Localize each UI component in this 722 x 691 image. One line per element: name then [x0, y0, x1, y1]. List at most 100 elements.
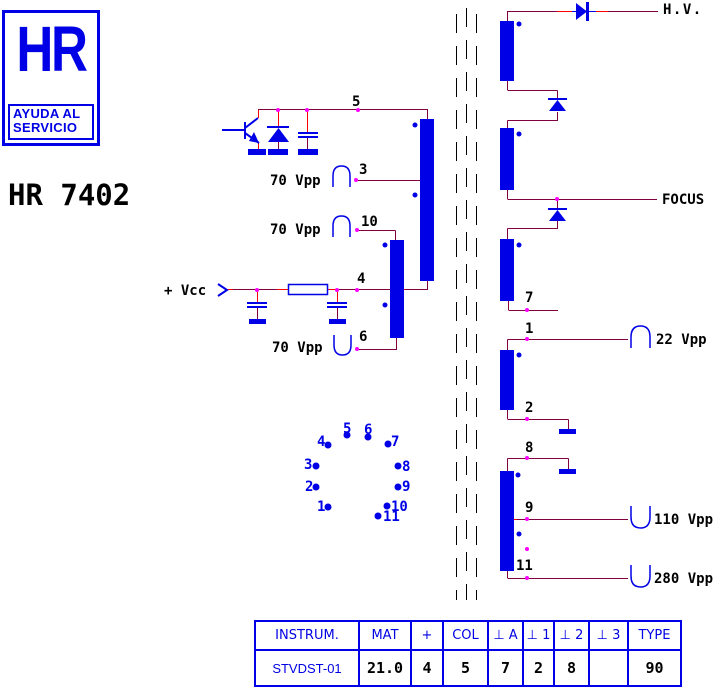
pinout-label-6: 6 — [364, 422, 372, 438]
hr-logo-text: HR — [16, 13, 88, 85]
value-type: 90 — [627, 649, 682, 687]
tap-red-path — [226, 11, 608, 520]
winding-primary-1 — [420, 119, 434, 281]
pinout-label-5: 5 — [343, 421, 351, 437]
node-dot — [276, 108, 280, 112]
node-dot — [525, 308, 529, 312]
waveform-label-pin9: 110 Vpp — [654, 512, 713, 528]
header-gnd-a: ⊥ A — [487, 620, 524, 651]
header-gnd-2: ⊥ 2 — [553, 620, 590, 651]
winding-secondary-pin7 — [500, 239, 514, 301]
transistor-leads — [222, 117, 260, 144]
header-gnd-3: ⊥ 3 — [588, 620, 629, 651]
negative-pulse-icon — [333, 335, 352, 356]
filter-capacitor-icon — [247, 302, 347, 308]
polarity-dot — [516, 531, 522, 537]
polarity-dot — [516, 242, 522, 248]
waveform-label-pin6: 70 Vpp — [272, 340, 323, 356]
node-dot — [525, 456, 529, 460]
node-dot — [525, 337, 529, 341]
node-dot — [255, 288, 259, 292]
winding-secondary-pin1-2 — [500, 350, 514, 410]
value-gnd-1: 2 — [522, 649, 555, 687]
node-dot — [525, 576, 529, 580]
polarity-dot — [412, 192, 418, 198]
waveform-label-pin11: 280 Vpp — [654, 571, 713, 587]
header-instrum: INSTRUM. — [254, 620, 360, 651]
pinout-label-10: 10 — [391, 499, 408, 515]
waveform-label-pin3: 70 Vpp — [270, 173, 321, 189]
polarity-dot — [382, 302, 388, 308]
pinout-diagram: 1 2 3 4 5 6 7 8 9 10 11 — [304, 421, 410, 525]
value-gnd-a: 7 — [487, 649, 524, 687]
node-dot — [525, 547, 529, 551]
pinout-label-11: 11 — [383, 509, 400, 525]
header-plus: + — [410, 620, 444, 651]
interstage-diode-icon — [548, 208, 567, 221]
pinout-pin-dot-8 — [394, 462, 402, 470]
polarity-dot — [515, 472, 521, 478]
pin-6-label: 6 — [359, 329, 367, 345]
pin-2-label: 2 — [525, 400, 533, 416]
value-col: 5 — [442, 649, 489, 687]
transistor-icon — [222, 117, 260, 144]
pin-10-label: 10 — [361, 214, 378, 230]
node-dot — [354, 178, 358, 182]
node-dots — [255, 108, 559, 580]
resistor-icon — [287, 283, 329, 296]
node-dot — [525, 517, 529, 521]
winding-secondary-pin8-11 — [500, 471, 514, 571]
core-dashed-lines — [456, 8, 477, 600]
winding-primary-2 — [390, 240, 404, 338]
pinout-pin-dot-6 — [364, 433, 372, 441]
spec-table: INSTRUM. MAT + COL ⊥ A ⊥ 1 ⊥ 2 ⊥ 3 TYPE … — [254, 620, 682, 687]
pinout-pin-dot-9 — [394, 483, 402, 491]
pinout-pin-dot-4 — [324, 441, 332, 449]
pin-9-label: 9 — [525, 500, 533, 516]
vcc-input-chevron-icon — [217, 283, 229, 297]
value-gnd-3 — [588, 649, 629, 687]
node-dot — [355, 228, 359, 232]
pinout-label-4: 4 — [317, 434, 325, 450]
node-dot — [305, 108, 309, 112]
hv-diode-icon — [572, 2, 596, 21]
vcc-label: + Vcc — [164, 283, 206, 299]
tagline-line-1: AYUDA AL — [13, 105, 81, 121]
value-instrum: STVDST-01 — [254, 649, 360, 687]
positive-pulse-icon — [630, 325, 651, 348]
pinout-pin-dot-5 — [343, 431, 351, 439]
pin-11-label: 11 — [516, 558, 533, 574]
hv-label: H.V. — [663, 2, 703, 18]
header-gnd-1: ⊥ 1 — [522, 620, 555, 651]
positive-pulse-icon — [332, 215, 351, 237]
node-dot — [525, 417, 529, 421]
waveform-label-pin10: 70 Vpp — [270, 222, 321, 238]
pin-1-label: 1 — [525, 321, 533, 337]
value-mat: 21.0 — [358, 649, 412, 687]
pin-8-label: 8 — [525, 440, 533, 456]
pinout-pin-dot-3 — [312, 462, 320, 470]
pinout-pin-dot-10 — [383, 502, 391, 510]
winding-secondary-focus — [500, 128, 514, 190]
node-dot — [555, 197, 559, 201]
wire-path — [233, 11, 658, 579]
polarity-dot — [516, 352, 522, 358]
pinout-pin-dot-2 — [312, 483, 320, 491]
pinout-label-7: 7 — [391, 434, 399, 450]
pinout-label-3: 3 — [304, 457, 312, 473]
spec-table-value-row: STVDST-01 21.0 4 5 7 2 8 90 — [254, 649, 682, 687]
hr-logo: HR AYUDA AL SERVICIO — [2, 10, 100, 146]
polarity-dot — [412, 122, 418, 128]
header-type: TYPE — [627, 620, 682, 651]
ground-icon — [248, 149, 576, 474]
pinout-label-1: 1 — [317, 499, 325, 515]
negative-pulse-icon — [630, 565, 651, 588]
tagline-line-2: SERVICIO — [13, 120, 78, 136]
spec-table-header-row: INSTRUM. MAT + COL ⊥ A ⊥ 1 ⊥ 2 ⊥ 3 TYPE — [254, 620, 682, 651]
header-col: COL — [442, 620, 489, 651]
polarity-dots — [382, 21, 522, 537]
node-dot — [355, 288, 359, 292]
pin-3-label: 3 — [359, 162, 367, 178]
